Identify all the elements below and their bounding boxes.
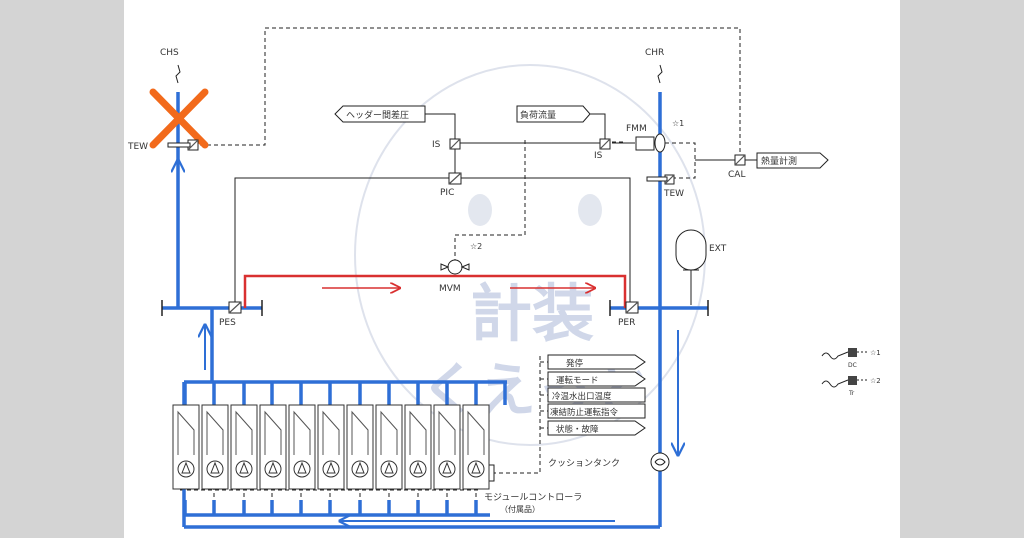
label-fmm-star: ☆1 [672,119,684,128]
label-chs: CHS [160,48,179,58]
cross-icon [149,88,209,149]
watermark-line1: 計装 [470,277,594,350]
label-pic: PIC [440,188,454,198]
label-tew-right: TEW [663,189,684,199]
label-mvm-star: ☆2 [470,242,482,251]
cushion-tank [650,452,670,472]
label-cal: CAL [728,170,745,180]
ext-tank [675,229,707,271]
label-is-left: IS [432,140,441,150]
mvm-valve [447,259,463,275]
label-load-flow: 負荷流量 [520,109,556,121]
pipe-end-caps [161,300,709,316]
labels: CHS CHR TEW TEW FMM ☆1 CAL 熱量計測 ヘッダー間差圧 … [127,48,881,514]
heat-meter-flag [756,152,829,169]
label-module-controller: モジュールコントローラ [484,492,582,503]
label-module-controller-sub: （付属品） [500,504,540,514]
label-cushion-tank: クッションタンク [548,458,620,469]
legend-sub: Tr [848,390,855,397]
signal-label: 発停 [566,358,584,369]
label-chr: CHR [645,48,664,58]
label-header-dp: ヘッダー間差圧 [346,109,409,121]
zigzag-breaks [175,64,663,84]
signal-label: 凍結防止運転指令 [550,407,619,418]
legend [821,348,868,388]
legend-sub: DC [848,362,857,369]
label-tew-left: TEW [127,142,148,152]
header-dp-flag [334,105,426,123]
ext-line [683,269,699,305]
signal-label: 冷温水出口温度 [552,391,612,402]
label-ext: EXT [709,244,727,254]
chiller-module [230,404,258,490]
label-per: PER [618,318,635,328]
label-is-right: IS [594,151,603,161]
legend-star: ☆2 [870,377,881,385]
legend-star: ☆1 [870,349,881,357]
label-fmm: FMM [626,124,647,134]
signal-label: 運転モード [556,376,599,386]
flow-meter [654,133,666,153]
flow-arrows [178,160,678,521]
module-coils [177,410,485,455]
signal-tags [547,354,646,436]
label-heat-meter: 熱量計測 [761,155,797,167]
chiller-modules [172,404,490,490]
load-flow-flag [516,105,591,123]
chiller-module [404,404,432,490]
label-mvm: MVM [439,284,461,294]
signal-label: 状態・故障 [556,424,599,435]
label-pes: PES [219,318,236,328]
fmm-box [635,136,655,151]
bypass-pipe [243,274,627,308]
tag-flags [334,105,829,169]
